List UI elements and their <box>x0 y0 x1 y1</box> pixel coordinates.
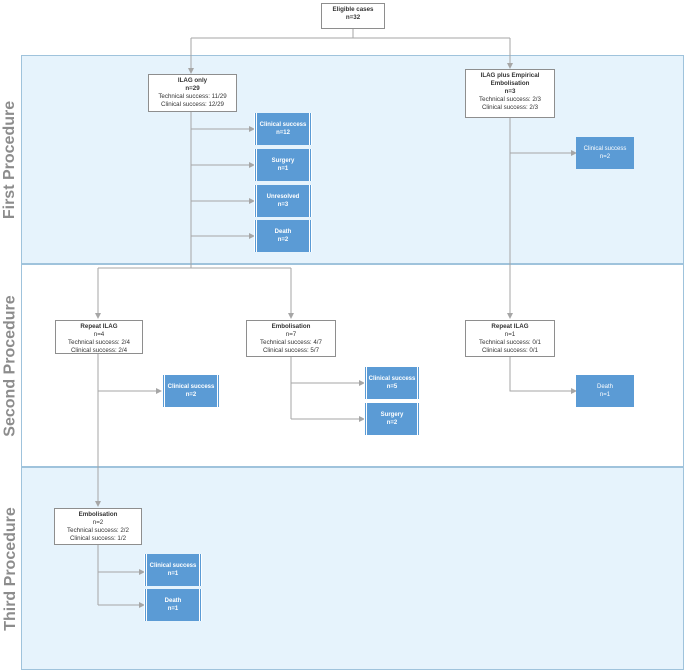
embolisation-box: Embolisation n=7 Technical success: 4/7 … <box>246 320 336 357</box>
embolisation-box: Embolisation n=2 Technical success: 2/2 … <box>54 508 142 545</box>
ilag-plus-embolisation-box: ILAG plus Empirical Embolisation n=3 Tec… <box>465 69 555 118</box>
second-procedure-band <box>21 264 684 467</box>
eligible-cases-box: Eligible cases n=32 <box>321 3 385 29</box>
third-procedure-band <box>21 467 684 670</box>
repeat-ilag-box: Repeat ILAG n=4 Technical success: 2/4 C… <box>55 320 143 354</box>
first-procedure-band <box>21 55 684 264</box>
repeat-ilag-box: Repeat ILAG n=1 Technical success: 0/1 C… <box>465 320 555 357</box>
ilag-only-box: ILAG only n=29 Technical success: 11/29 … <box>148 74 237 112</box>
